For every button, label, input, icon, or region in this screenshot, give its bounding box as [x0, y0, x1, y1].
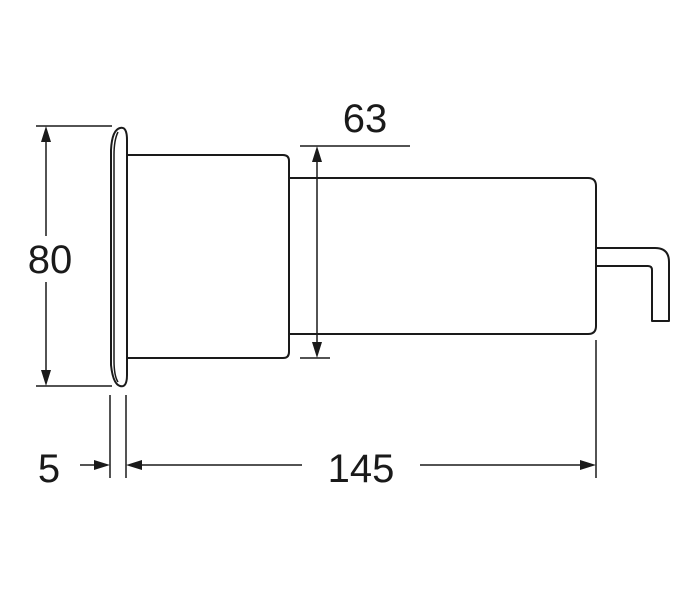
dimension-label-5: 5: [38, 447, 60, 491]
main-body: [127, 154, 290, 359]
dimension-145: 145: [126, 447, 596, 491]
dimension-5: 5: [38, 447, 110, 491]
part-outline: [110, 126, 670, 388]
dimension-label-80: 80: [28, 238, 73, 282]
flange: [110, 126, 128, 388]
extension-lines: [109, 340, 597, 478]
dimension-80: 80: [20, 125, 112, 387]
dimension-63: 63: [300, 97, 410, 359]
dimension-label-145: 145: [328, 447, 395, 491]
rear-housing: [289, 177, 597, 335]
flange-inner-edge: [113, 131, 119, 383]
dimension-label-63: 63: [343, 97, 388, 141]
cable: [596, 247, 670, 322]
